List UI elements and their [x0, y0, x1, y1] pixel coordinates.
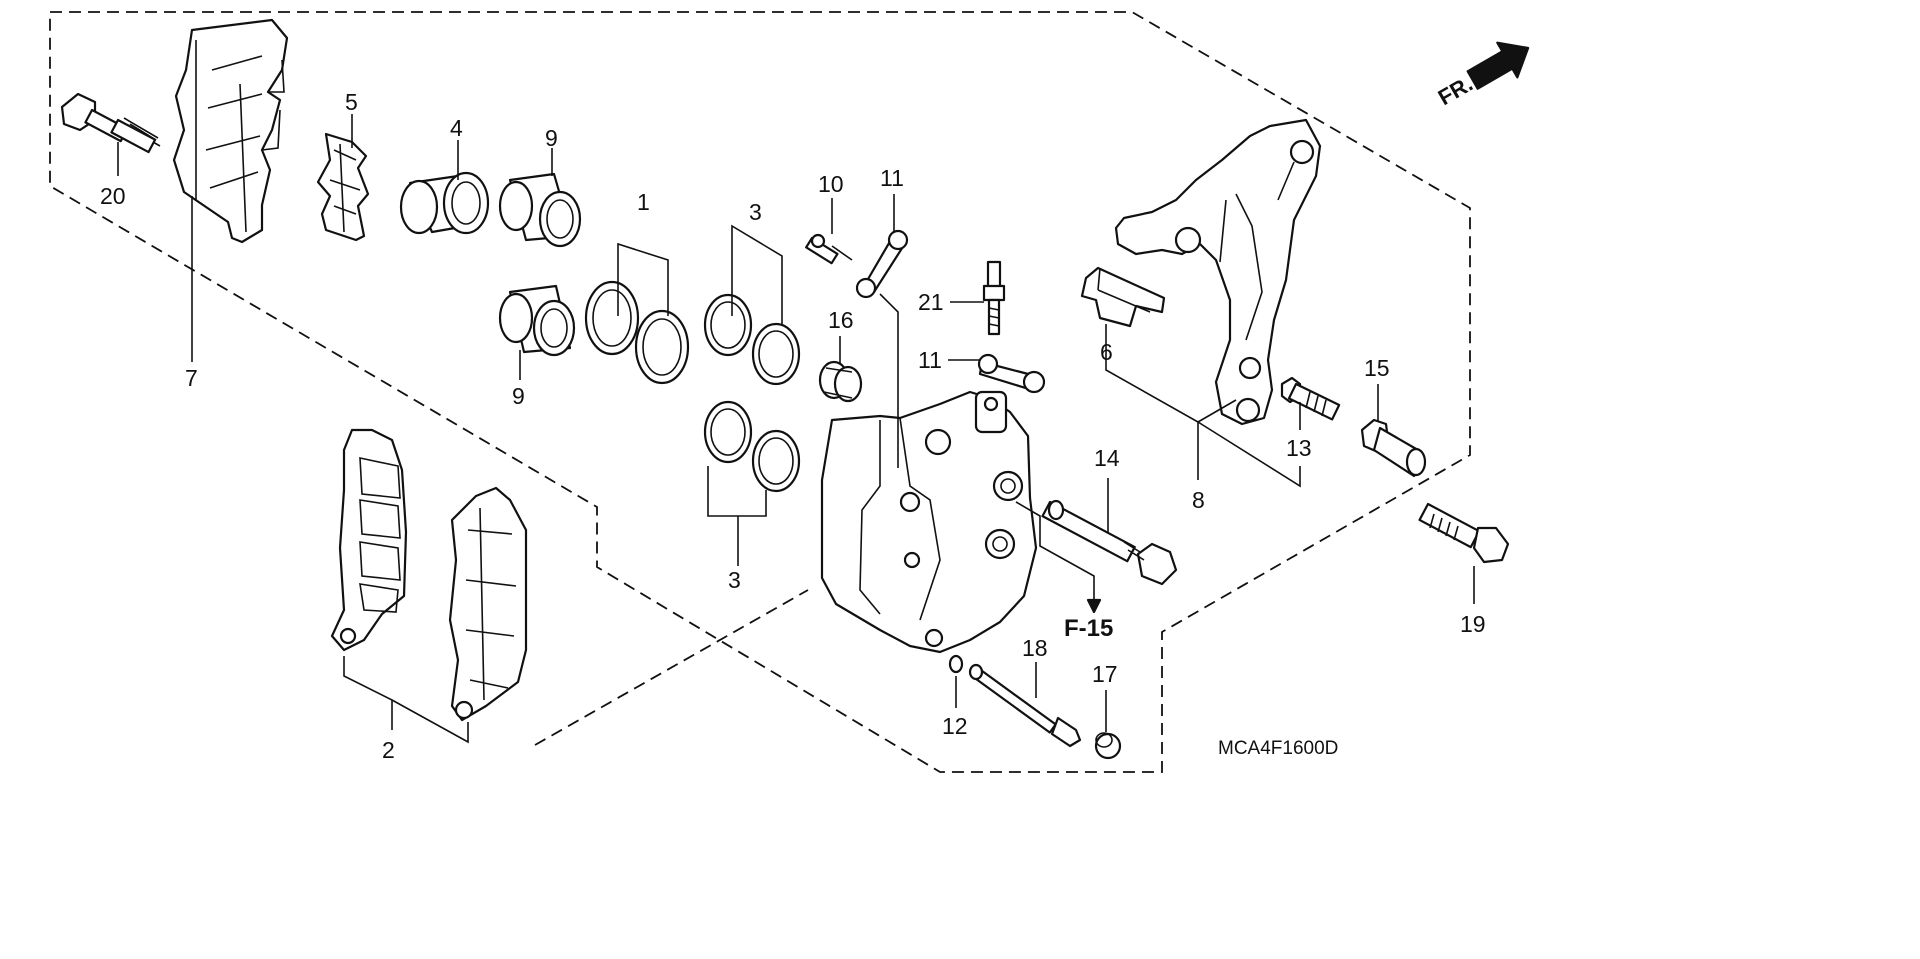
callout-9-top: 9: [545, 125, 558, 151]
callout-15: 15: [1364, 355, 1390, 381]
callout-6: 6: [1100, 339, 1113, 365]
mounting-bolt-part-19: [1418, 502, 1510, 564]
callout-18: 18: [1022, 635, 1048, 661]
pad-retainer-part-6: [1080, 266, 1166, 328]
bleeder-valve-part-10: [805, 233, 853, 265]
callout-3-top: 3: [749, 199, 762, 225]
piston-part-4: [399, 171, 490, 235]
callout-13: 13: [1286, 435, 1312, 461]
pin-bolt-part-14: [1041, 499, 1178, 586]
callout-12: 12: [942, 713, 968, 739]
drawing-code-label: MCA4F1600D: [1218, 738, 1338, 759]
piston-seal-set-part-3-bottom: [703, 400, 801, 493]
caliper-bolt-part-20: [60, 92, 161, 154]
pad-spring-part-5: [316, 132, 370, 242]
brake-pad-part-2-front: [330, 428, 408, 652]
washer-part-12: [948, 654, 964, 674]
callout-9-bottom: 9: [512, 383, 525, 409]
piston-part-9-bottom: [498, 284, 576, 357]
callout-10: 10: [818, 171, 844, 197]
callout-leader-lines: [117, 114, 1475, 744]
callout-1: 1: [637, 189, 650, 215]
caliper-half-part-7: [172, 18, 289, 244]
assembly-outline: [49, 11, 1471, 773]
assembly-divider: [534, 589, 809, 746]
bleeder-cap-part-11-bottom: [977, 353, 1046, 394]
callout-19: 19: [1460, 611, 1486, 637]
callout-11-bottom: 11: [918, 347, 942, 373]
callout-8: 8: [1192, 487, 1205, 513]
piston-seal-set-part-3-top: [703, 293, 801, 386]
front-direction-arrow: FR.: [1434, 41, 1530, 110]
callout-2: 2: [382, 737, 395, 763]
callout-14: 14: [1094, 445, 1120, 471]
bleeder-screw-part-21: [982, 260, 1006, 336]
callout-11-top: 11: [880, 165, 904, 191]
piston-seal-set-part-1: [584, 280, 690, 385]
section-reference-label: F-15: [1064, 615, 1113, 642]
brake-caliper-parts-diagram: FR. 1 2 3 3 4 5 6 7 8 9 9 10 11 11 12 13…: [49, 11, 1530, 773]
caliper-body: [820, 390, 1038, 654]
pad-pin-part-18: [968, 663, 1082, 748]
callout-4: 4: [450, 115, 463, 141]
callout-21: 21: [918, 289, 944, 315]
callout-20: 20: [100, 183, 126, 209]
grommet-part-16: [818, 360, 863, 403]
pin-stud-part-13: [1280, 376, 1341, 421]
bleeder-cap-part-11-top: [855, 229, 909, 299]
brake-pad-part-2-back: [448, 486, 528, 722]
plug-part-15: [1360, 418, 1427, 478]
callout-17: 17: [1092, 661, 1118, 687]
piston-part-9-top: [498, 172, 582, 248]
callout-16: 16: [828, 307, 854, 333]
pin-plug-part-17: [1094, 732, 1122, 760]
callout-3-bottom: 3: [728, 567, 741, 593]
caliper-bracket-part-8: [1114, 118, 1322, 426]
callout-7: 7: [185, 365, 198, 391]
callout-5: 5: [345, 89, 358, 115]
